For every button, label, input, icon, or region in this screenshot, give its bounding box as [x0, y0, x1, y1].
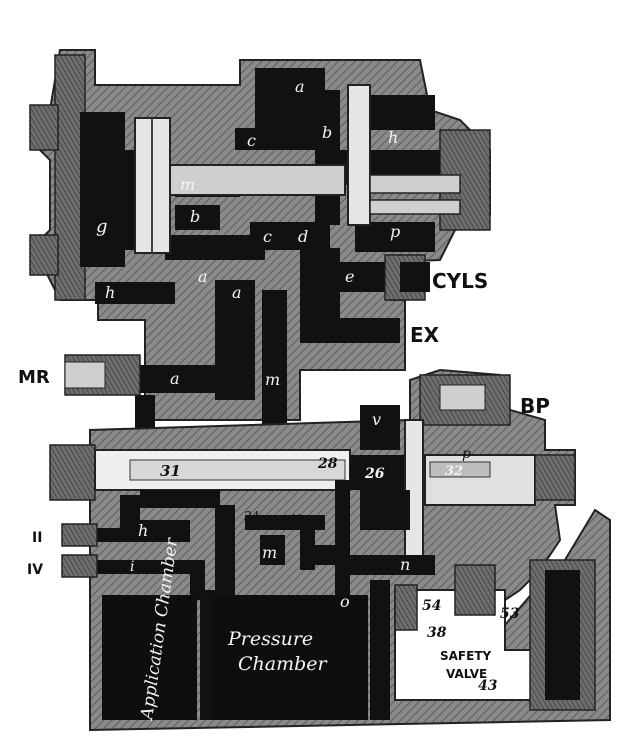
- internal-labels: a b c h m g b c d a p h e a a m v 31 28 …: [96, 77, 471, 611]
- label-e: e: [345, 267, 354, 286]
- upper-pistons: [134, 84, 461, 254]
- cyls-fitting: [340, 254, 430, 301]
- label-28: 28: [317, 456, 338, 472]
- label-n-low: n: [400, 555, 410, 574]
- label-h-top: h: [388, 128, 398, 147]
- mr-label: MR: [18, 367, 50, 388]
- label-m-main: m: [265, 370, 280, 389]
- label-o: o: [340, 592, 350, 611]
- chamber-label: Chamber: [238, 653, 329, 675]
- ports: [61, 523, 98, 578]
- safety-valve: [394, 559, 596, 711]
- label-h-low: h: [138, 521, 148, 540]
- number-38: 38: [427, 625, 447, 641]
- upper-bolts: [29, 104, 59, 276]
- label-26: 26: [364, 466, 385, 482]
- label-a-mr: a: [170, 369, 180, 388]
- label-y: y: [291, 510, 301, 526]
- label-p-right: p: [462, 446, 471, 462]
- label-c-mid: c: [263, 227, 272, 246]
- bp-label: BP: [520, 394, 550, 418]
- label-d-mid: d: [298, 227, 308, 246]
- label-h-left: h: [105, 283, 115, 302]
- pressure-label: Pressure: [227, 628, 313, 650]
- label-i: i: [130, 559, 134, 575]
- number-54: 54: [422, 598, 441, 614]
- label-u: u: [203, 589, 213, 608]
- pressure-chamber: [210, 595, 368, 720]
- label-b-top: b: [322, 123, 332, 142]
- label-g: g: [96, 216, 108, 237]
- bp-fitting: [419, 374, 511, 426]
- safety-label: SAFETY: [440, 649, 492, 663]
- label-a-main: a: [232, 283, 242, 302]
- number-53: 53: [500, 606, 520, 622]
- label-k: k: [170, 528, 178, 544]
- label-31: 31: [160, 462, 181, 480]
- label-32: 32: [445, 464, 463, 479]
- label-v: v: [372, 410, 381, 429]
- external-labels: CYLS EX MR BP II IV SAFETY VALVE 43 53 5…: [18, 269, 550, 694]
- main-bore: [94, 419, 576, 561]
- label-m-top: m: [180, 175, 195, 194]
- valve-label: VALVE: [446, 667, 487, 681]
- cyls-label: CYLS: [432, 269, 488, 293]
- label-a-mid: a: [198, 267, 208, 286]
- application-chamber: [102, 595, 197, 720]
- label-b-mid: b: [190, 207, 200, 226]
- port-ii-label: II: [32, 530, 42, 546]
- ex-label: EX: [410, 323, 440, 347]
- mr-fitting: [64, 354, 141, 396]
- label-a-top: a: [295, 77, 305, 96]
- label-p: p: [390, 222, 400, 241]
- label-24: 24: [243, 509, 259, 523]
- label-c-top: c: [247, 131, 256, 150]
- label-m-low: m: [262, 543, 277, 562]
- port-iv-label: IV: [27, 562, 43, 578]
- number-43: 43: [478, 678, 498, 694]
